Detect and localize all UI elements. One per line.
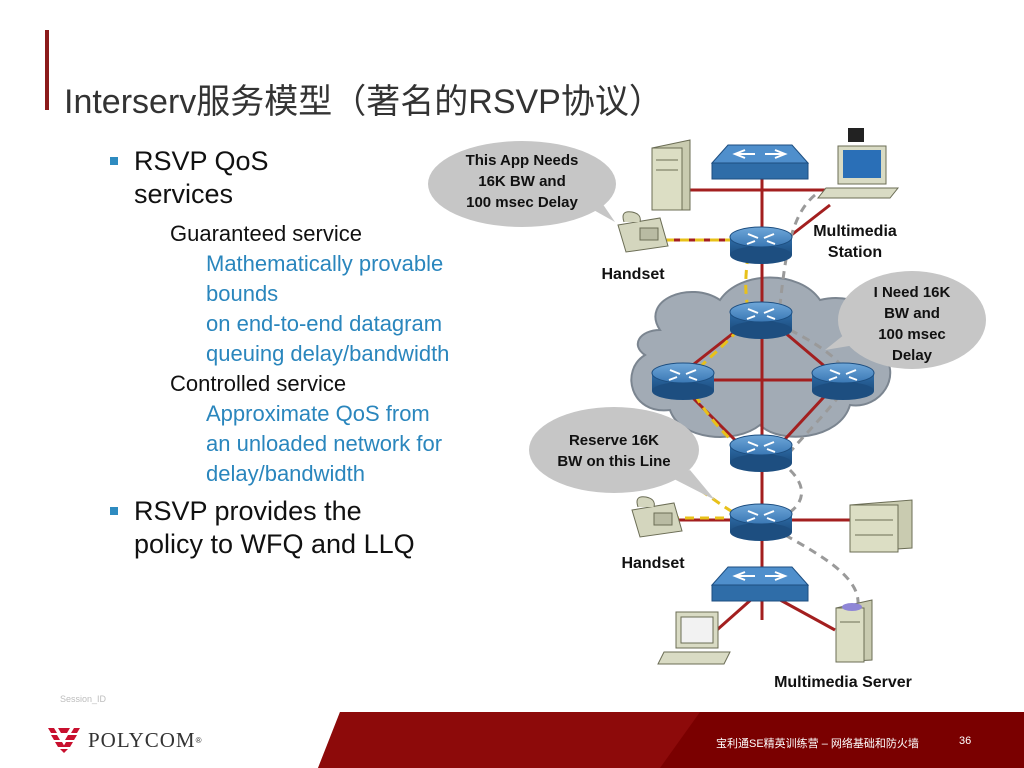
detail-text: bounds (206, 281, 279, 306)
workstation-icon (657, 611, 731, 665)
bubble-i-need-line4: Delay (892, 347, 933, 364)
rsvp-network-diagram: This App Needs 16K BW and 100 msec Delay… (428, 128, 986, 691)
handset-bottom-icon (631, 496, 683, 538)
square-bullet-icon (110, 507, 118, 515)
sub-bullet-controlled: Controlled service (170, 371, 347, 396)
detail-text: queuing delay/bandwidth (206, 341, 450, 366)
bubble-i-need-line2: BW and (884, 305, 940, 322)
label-multimedia-station-line2: Station (828, 244, 882, 261)
footer-caption: 宝利通SE精英训练营 – 网络基础和防火墙 (716, 738, 919, 750)
server-tower-icon (651, 139, 691, 211)
bubble-app-needs (428, 141, 616, 227)
bubble-reserve (529, 407, 699, 493)
sub-bullet-guaranteed: Guaranteed service (170, 221, 362, 246)
bubble-app-needs-line1: This App Needs (466, 152, 579, 169)
bullet-text: services (134, 179, 234, 209)
page-number: 36 (959, 735, 972, 747)
bullet-text: policy to WFQ and LLQ (134, 529, 415, 559)
label-handset-bottom: Handset (621, 555, 685, 572)
router-bottom-icon (729, 503, 793, 541)
bubble-reserve-line1: Reserve 16K (569, 432, 659, 449)
square-bullet-icon (110, 157, 118, 165)
handset-top-icon (617, 211, 669, 253)
bubble-i-need-line3: 100 msec (878, 326, 946, 343)
router-cloud-top-icon (729, 301, 793, 339)
detail-text: Approximate QoS from (206, 401, 430, 426)
bubble-i-need (838, 271, 986, 369)
bullet-text: RSVP provides the (134, 496, 362, 526)
multimedia-server-icon (835, 599, 873, 663)
label-handset-top: Handset (601, 266, 665, 283)
detail-text: delay/bandwidth (206, 461, 366, 486)
label-multimedia-server: Multimedia Server (774, 674, 912, 691)
polycom-logo-text: POLYCOM (88, 727, 196, 752)
detail-text: Mathematically provable (206, 251, 444, 276)
bubble-i-need-line1: I Need 16K (874, 284, 951, 301)
bullet-list: RSVP QoS services Guaranteed service Mat… (110, 145, 530, 569)
bubble-reserve-line2: BW on this Line (557, 453, 670, 470)
footer-band (0, 712, 1024, 768)
detail-text: on end-to-end datagram (206, 311, 443, 336)
title-accent-bar (45, 30, 49, 110)
bullet-rsvp-qos-services: RSVP QoS services (110, 145, 530, 211)
router-cloud-bottom-icon (729, 434, 793, 472)
reservation-path (778, 193, 860, 606)
bullet-rsvp-policy: RSVP provides the policy to WFQ and LLQ (110, 495, 530, 561)
session-id: Session_ID (60, 694, 107, 704)
detail-text: an unloaded network for (206, 431, 443, 456)
multimedia-station-icon (816, 128, 900, 199)
slide-title: Interserv服务模型（著名的RSVP协议） (64, 83, 663, 121)
registered-mark: ® (195, 735, 202, 745)
router-cloud-right-icon (811, 362, 875, 400)
router-cloud-left-icon (651, 362, 715, 400)
bubble-app-needs-line2: 16K BW and (478, 173, 566, 190)
switch-bottom-icon (710, 566, 810, 602)
bullet-text: RSVP QoS (134, 146, 269, 176)
router-top-icon (729, 226, 793, 264)
bubble-app-needs-line3: 100 msec Delay (466, 194, 578, 211)
polycom-logo: POLYCOM ® (46, 726, 202, 754)
switch-top-icon (710, 144, 810, 180)
polycom-logo-icon (48, 728, 80, 753)
label-multimedia-station-line1: Multimedia (813, 223, 897, 240)
server-rack-icon (849, 499, 913, 553)
